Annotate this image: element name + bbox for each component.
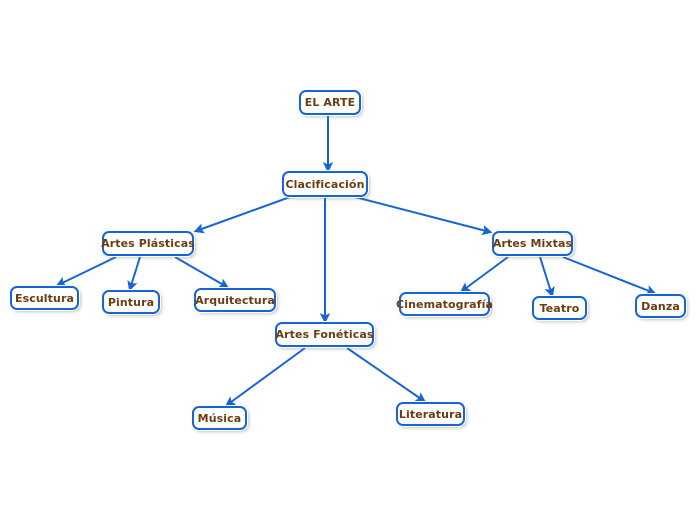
node-pintura[interactable]: Pintura bbox=[102, 290, 160, 314]
node-artes-foneticas[interactable]: Artes Fonéticas bbox=[275, 322, 374, 347]
node-el-arte[interactable]: EL ARTE bbox=[299, 90, 361, 115]
node-teatro[interactable]: Teatro bbox=[532, 296, 587, 320]
node-danza[interactable]: Danza bbox=[635, 294, 686, 318]
edges-group bbox=[55, 116, 657, 407]
node-label: Literatura bbox=[398, 407, 463, 421]
node-label: Música bbox=[197, 411, 242, 425]
edge-artes-plasticas-to-arquitectura bbox=[174, 256, 230, 289]
node-literatura[interactable]: Literatura bbox=[396, 402, 465, 426]
node-musica[interactable]: Música bbox=[192, 406, 247, 430]
node-label: Cinematografía bbox=[396, 297, 493, 311]
node-label: Artes Plásticas bbox=[101, 237, 195, 250]
node-escultura[interactable]: Escultura bbox=[10, 286, 79, 310]
edge-artes-plasticas-to-pintura bbox=[127, 256, 141, 292]
edge-clacificacion-to-artes-plasticas bbox=[193, 196, 291, 234]
edge-artes-foneticas-to-literatura bbox=[346, 347, 427, 403]
edge-artes-foneticas-to-musica bbox=[224, 347, 306, 407]
node-label: Arquitectura bbox=[195, 293, 275, 307]
node-artes-mixtas[interactable]: Artes Mixtas bbox=[492, 231, 573, 256]
node-artes-plasticas[interactable]: Artes Plásticas bbox=[101, 231, 195, 256]
edge-artes-mixtas-to-danza bbox=[562, 256, 657, 295]
node-label: Pintura bbox=[107, 295, 155, 309]
node-label: EL ARTE bbox=[304, 96, 356, 109]
node-label: Teatro bbox=[539, 301, 580, 315]
node-label: Artes Mixtas bbox=[492, 237, 573, 250]
node-arquitectura[interactable]: Arquitectura bbox=[194, 288, 276, 312]
node-label: Clacificación bbox=[285, 177, 365, 191]
node-label: Danza bbox=[641, 299, 680, 313]
edge-artes-plasticas-to-escultura bbox=[55, 256, 117, 287]
node-label: Artes Fonéticas bbox=[275, 328, 374, 341]
edge-clacificacion-to-artes-mixtas bbox=[354, 196, 493, 236]
node-clacificacion[interactable]: Clacificación bbox=[282, 171, 368, 197]
edge-artes-mixtas-to-cinematografia bbox=[459, 256, 509, 293]
node-label: Escultura bbox=[14, 291, 75, 305]
edge-artes-mixtas-to-teatro bbox=[539, 256, 555, 298]
node-cinematografia[interactable]: Cinematografía bbox=[396, 292, 493, 316]
